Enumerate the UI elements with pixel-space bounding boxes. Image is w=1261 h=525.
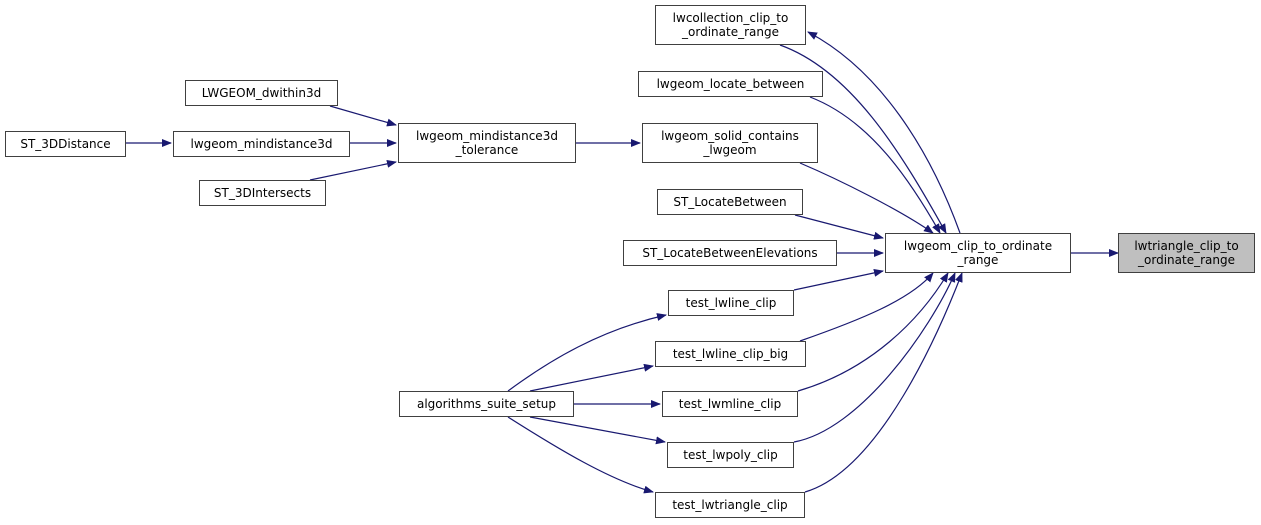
- edge-LWGEOM_dwithin3d-to-lwgeom_mindistance3d_tolerance: [329, 105, 397, 127]
- edge-algorithms_suite_setup-to-test_lwtriangle_clip: [507, 416, 654, 494]
- edge-ST_LocateBetween-to-lwgeom_clip_to_ordinate_range: [794, 214, 884, 240]
- node-st-locatebetweenelevations[interactable]: ST_LocateBetweenElevations: [623, 240, 837, 266]
- node-test-lwpoly-clip[interactable]: test_lwpoly_clip: [667, 442, 794, 468]
- node-lwcollection-clip-to-ordinate-range[interactable]: lwcollection_clip_to _ordinate_range: [655, 5, 806, 45]
- node-test-lwline-clip-big[interactable]: test_lwline_clip_big: [655, 341, 806, 367]
- edge-test_lwline_clip-to-lwgeom_clip_to_ordinate_range: [793, 268, 884, 291]
- edge-test_lwmline_clip-to-lwgeom_clip_to_ordinate_range: [797, 272, 949, 392]
- node-test-lwline-clip[interactable]: test_lwline_clip: [668, 290, 794, 316]
- edge-lwcollection_clip_to_ordinate_range-to-lwgeom_clip_to_ordinate_range: [779, 44, 947, 234]
- edge-ST_3DIntersects-to-lwgeom_mindistance3d_tolerance: [309, 159, 397, 181]
- node-lwgeom-mindistance3d-tolerance[interactable]: lwgeom_mindistance3d _tolerance: [398, 123, 576, 163]
- node-test-lwtriangle-clip[interactable]: test_lwtriangle_clip: [655, 492, 805, 518]
- edge-test_lwpoly_clip-to-lwgeom_clip_to_ordinate_range: [793, 272, 956, 443]
- node-st-locatebetween[interactable]: ST_LocateBetween: [657, 189, 803, 215]
- node-lwgeom-clip-to-ordinate-range[interactable]: lwgeom_clip_to_ordinate _range: [885, 233, 1071, 273]
- edge-test_lwtriangle_clip-to-lwgeom_clip_to_ordinate_range: [804, 272, 963, 493]
- node-lwgeom-mindistance3d[interactable]: lwgeom_mindistance3d: [173, 131, 350, 157]
- node-lwtriangle-clip-to-ordinate-range: lwtriangle_clip_to _ordinate_range: [1118, 233, 1255, 273]
- edge-algorithms_suite_setup-to-test_lwpoly_clip: [529, 416, 666, 445]
- node-st-3ddistance[interactable]: ST_3DDistance: [5, 131, 126, 157]
- node-st-3dintersects[interactable]: ST_3DIntersects: [199, 180, 326, 206]
- edge-algorithms_suite_setup-to-test_lwline_clip: [507, 313, 667, 392]
- node-lwgeom-solid-contains-lwgeom[interactable]: lwgeom_solid_contains _lwgeom: [642, 123, 818, 163]
- node-test-lwmline-clip[interactable]: test_lwmline_clip: [662, 391, 798, 417]
- edge-algorithms_suite_setup-to-test_lwline_clip_big: [529, 363, 654, 392]
- node-lwgeom-dwithin3d[interactable]: LWGEOM_dwithin3d: [185, 80, 338, 106]
- node-algorithms-suite-setup[interactable]: algorithms_suite_setup: [399, 391, 574, 417]
- node-lwgeom-locate-between[interactable]: lwgeom_locate_between: [638, 71, 823, 97]
- edge-lwgeom_solid_contains_lwgeom-to-lwgeom_clip_to_ordinate_range: [799, 162, 934, 234]
- edge-lwgeom_clip_to_ordinate_range-to-lwcollection_clip_to_ordinate_range: [807, 31, 961, 234]
- edge-lwgeom_locate_between-to-lwgeom_clip_to_ordinate_range: [809, 96, 941, 234]
- edge-test_lwline_clip_big-to-lwgeom_clip_to_ordinate_range: [799, 272, 934, 342]
